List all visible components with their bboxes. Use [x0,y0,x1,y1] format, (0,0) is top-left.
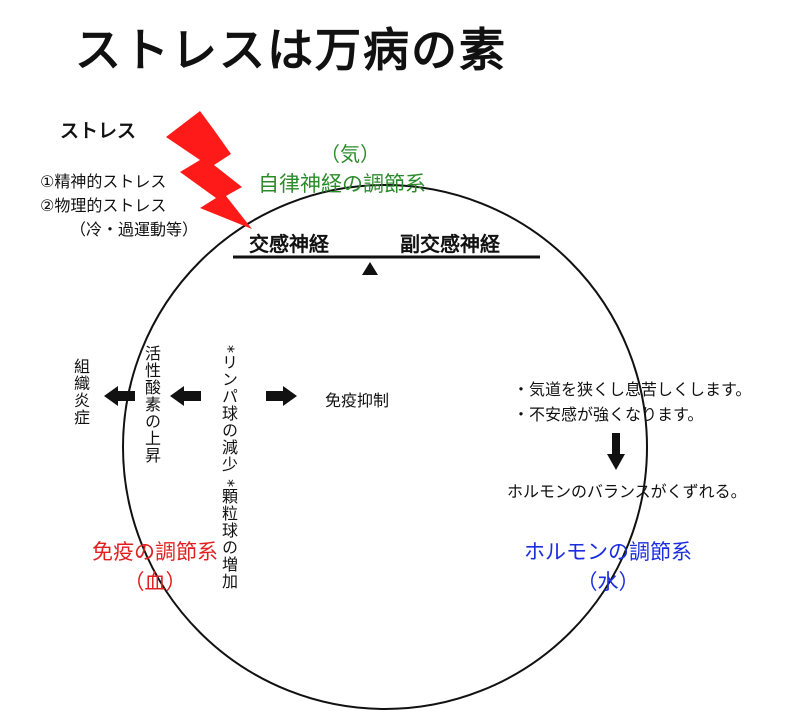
hormone-system-label: ホルモンの調節系 （水） [524,536,692,596]
autonomic-element: （気） [320,142,380,166]
arrow-to-inflammation [104,386,135,406]
inflammation-label: 組織炎症 [71,358,90,426]
stress-heading: ストレス [60,120,137,142]
stress-item-mental: ①精神的ストレス [40,172,167,191]
active-oxygen-label: 活性酸素の上昇 [142,345,161,464]
hormone-system-element: （水） [576,570,640,594]
blood-cell-changes: *リンパ球の減少 *顆粒球の増加 [218,345,238,590]
immune-suppression-label: 免疫抑制 [325,391,390,410]
symptom-airway: ・気道を狭くし息苦しくします。 [513,380,752,399]
hormone-system-name: ホルモンの調節系 [524,540,692,564]
immune-system-label: 免疫の調節系 （血） [92,536,218,596]
sympathetic-label: 交感神経 [249,232,329,256]
arrow-to-oxygen [170,386,201,406]
immune-system-element: （血） [123,570,187,594]
stress-note: （冷・過運動等） [70,220,199,239]
parasympathetic-label: 副交感神経 [400,232,500,256]
hormone-imbalance-label: ホルモンのバランスがくずれる。 [507,482,747,501]
symptom-list: ・気道を狭くし息苦しくします。 ・不安感が強くなります。 [513,377,751,427]
main-circle [122,184,648,710]
lightning-bolt-icon [166,111,252,229]
balance-fulcrum [362,262,378,275]
granulocyte-increase-label: *顆粒球の増加 [219,479,238,591]
stress-list: ①精神的ストレス ②物理的ストレス （冷・過運動等） [40,170,198,242]
arrow-down-hormone [607,433,625,470]
symptom-anxiety: ・不安感が強くなります。 [513,405,704,424]
stress-item-physical: ②物理的ストレス [40,196,167,215]
page-title: ストレスは万病の素 [75,23,507,77]
lymphocyte-decrease-label: *リンパ球の減少 [219,345,238,473]
arrow-to-immune-suppression [266,386,297,406]
immune-system-name: 免疫の調節系 [92,540,218,564]
autonomic-system-label: 自律神経の調節系 [258,172,426,196]
